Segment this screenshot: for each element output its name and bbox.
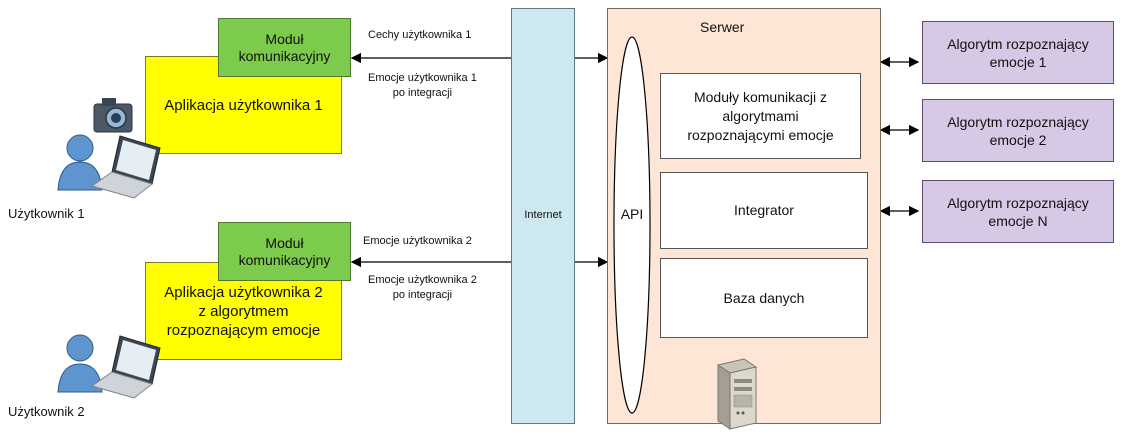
user-laptop-icon [57,334,161,399]
api-label: API [620,206,644,222]
internet-column [511,8,575,424]
api-ellipse [613,36,651,414]
server-rack-icon [716,358,758,430]
user1-label: Użytkownik 1 [8,206,85,221]
arrow-label-user2-emotions: Emocje użytkownika 2 [363,235,472,247]
user1-module-box: Moduł komunikacyjny [218,18,351,77]
user-laptop-camera-icon [57,98,161,199]
arrow-label-user2-integrated: Emocje użytkownika 2 po integracji [368,274,477,301]
algorithm-box-1: Algorytm rozpoznający emocje 1 [922,21,1114,84]
server-title: Serwer [700,19,745,35]
integrator-box: Integrator [660,172,868,249]
algorithm-box-n: Algorytm rozpoznający emocje N [922,180,1114,243]
algorithm-box-2: Algorytm rozpoznający emocje 2 [922,99,1114,162]
arrow-label-user1-features: Cechy użytkownika 1 [368,29,472,41]
internet-label: Internet [524,209,562,221]
communication-modules-box: Moduły komunikacji z algorytmami rozpozn… [660,73,861,159]
arrow-label-user1-emotions: Emocje użytkownika 1 po integracji [368,72,477,99]
user2-label: Użytkownik 2 [8,404,85,419]
user2-module-box: Moduł komunikacyjny [218,222,351,281]
database-box: Baza danych [660,258,868,338]
